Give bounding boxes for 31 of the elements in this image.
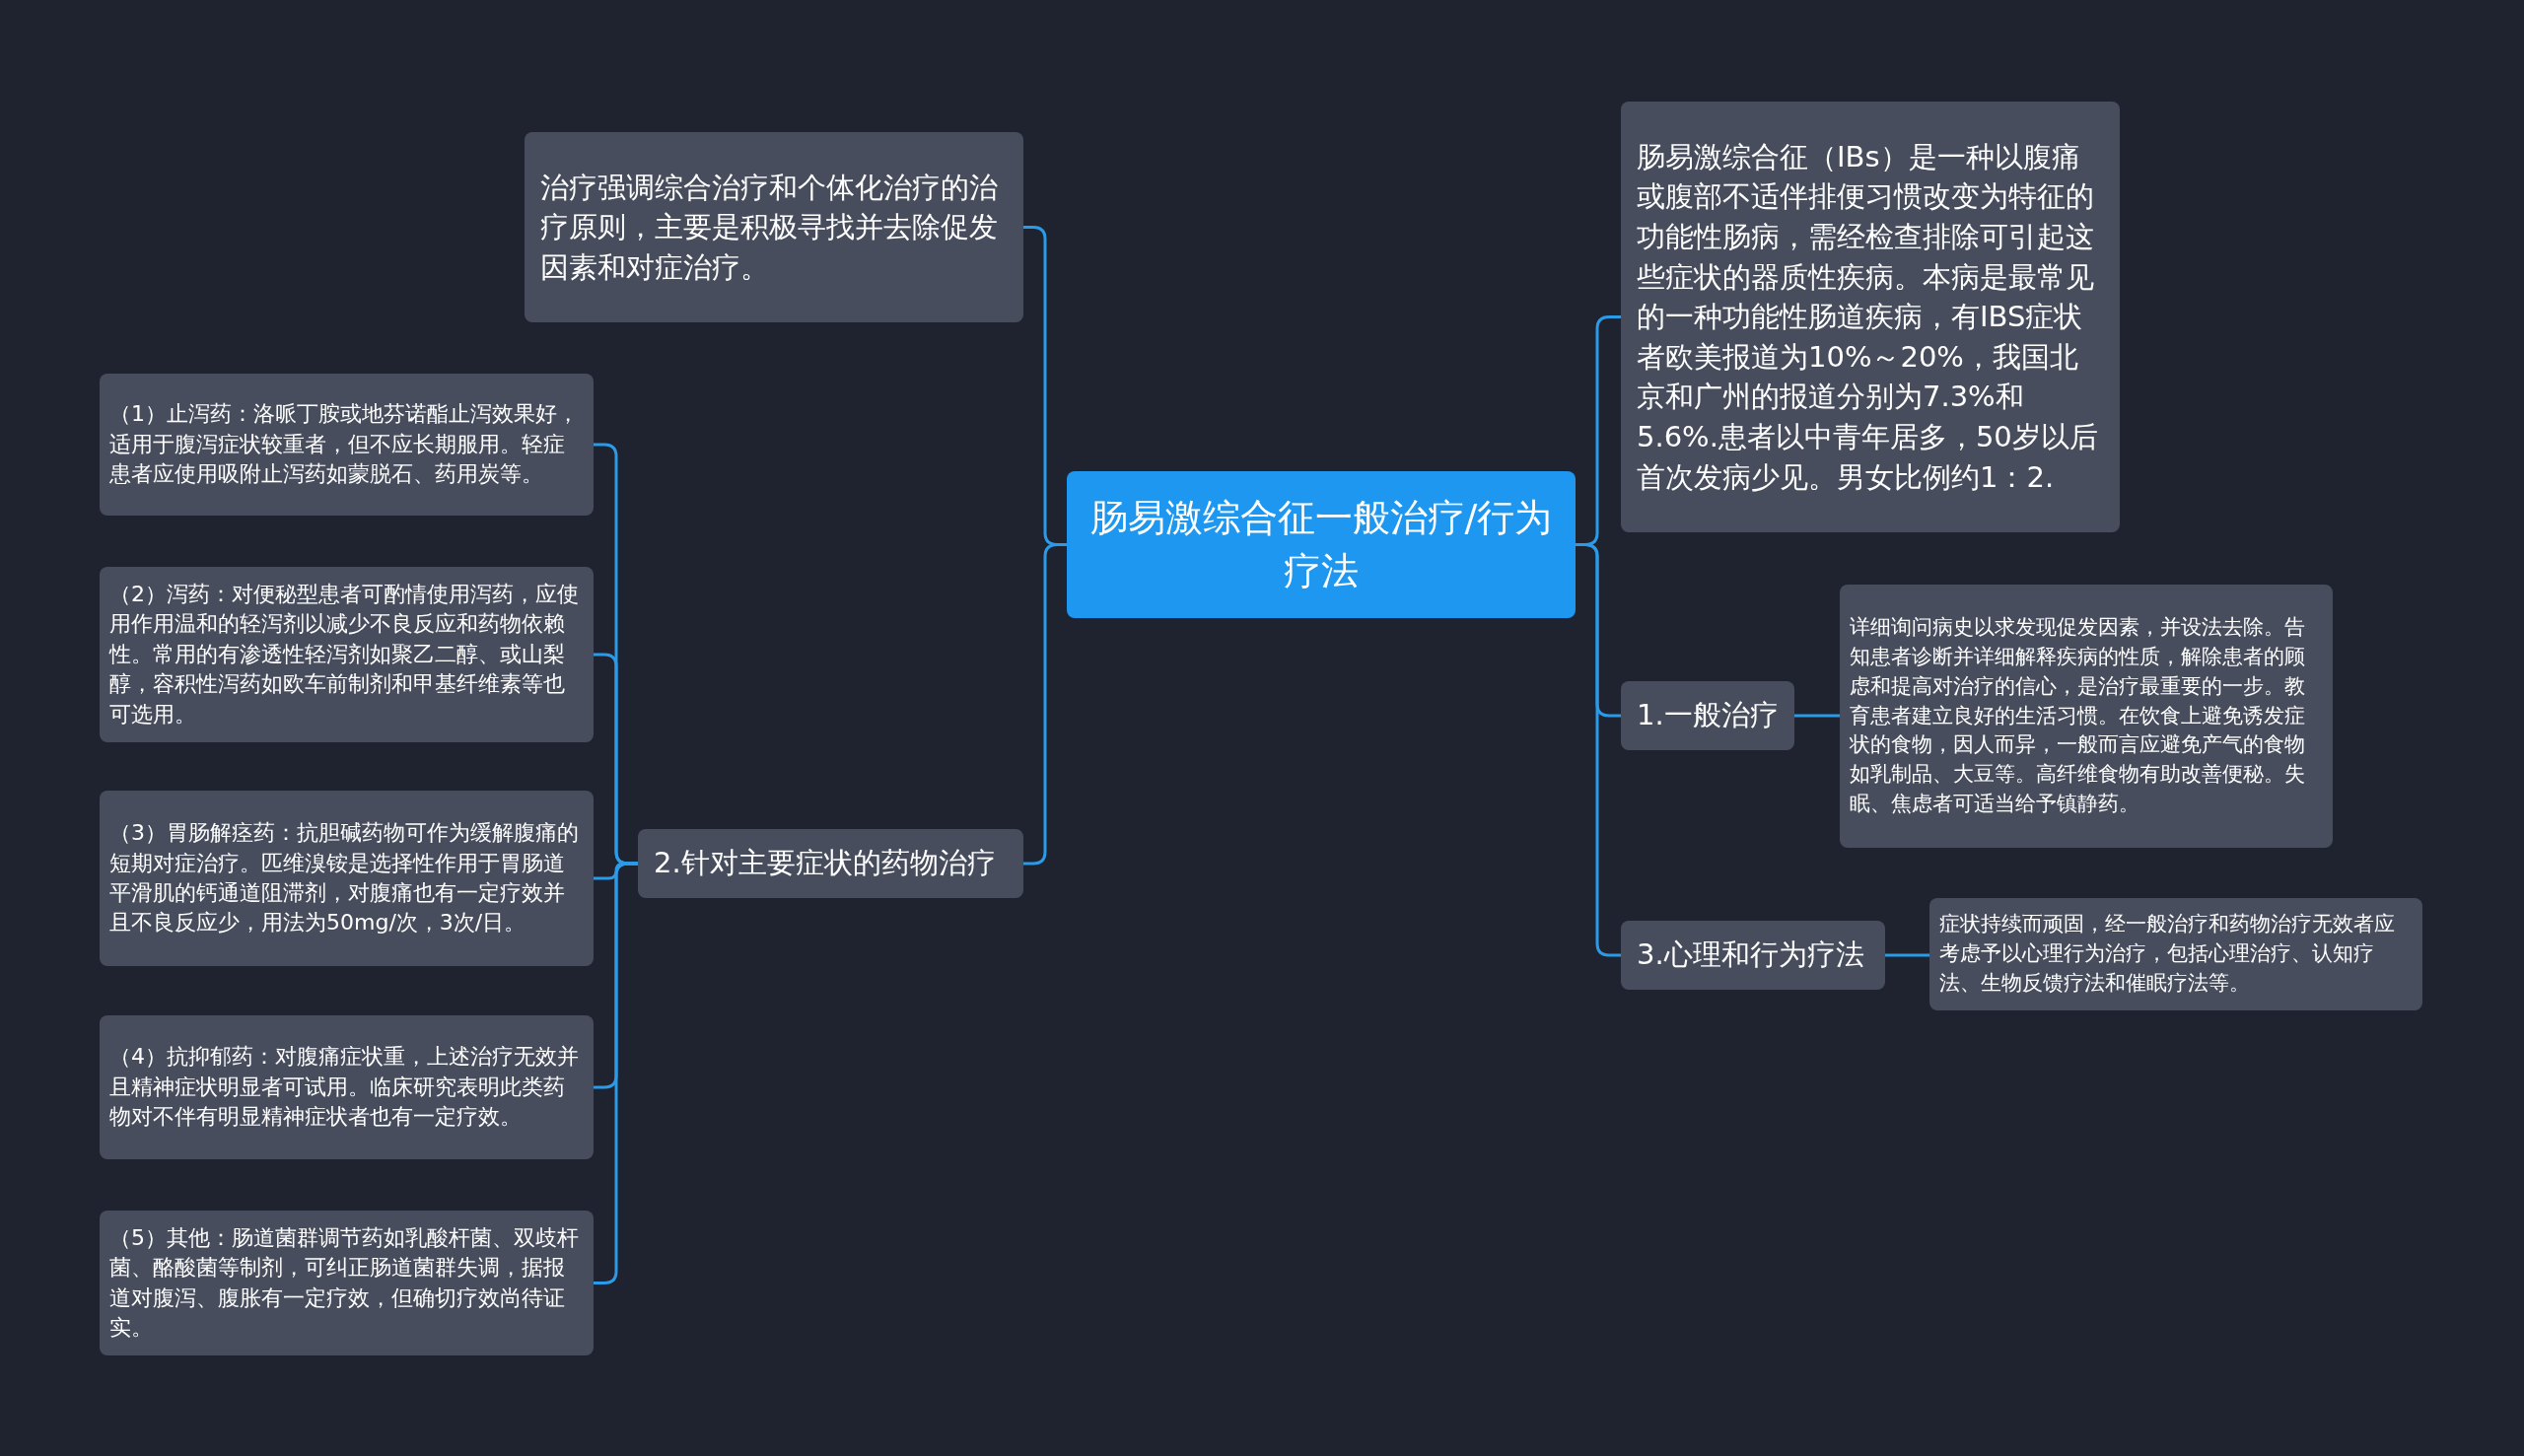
topic-text: （2）泻药：对便秘型患者可酌情使用泻药，应使用作用温和的轻泻剂以减少不良反应和药物依赖性。常用的有渗透性轻泻剂如聚乙二醇、或山梨醇，容积性泻药如欧车前制剂和甲基纤维素等也可选用。 bbox=[109, 581, 580, 728]
connector-line bbox=[1576, 543, 1621, 957]
topic-text: （4）抗抑郁药：对腹痛症状重，上述治疗无效并且精神症状明显者可试用。临床研究表明此类药物对不伴有明显精神症状者也有一定疗效。 bbox=[109, 1043, 580, 1132]
topic-text: 3.心理和行为疗法 bbox=[1637, 936, 1864, 974]
connector-line bbox=[1794, 714, 1840, 718]
topic-text: 2.针对主要症状的药物治疗 bbox=[654, 845, 996, 882]
topic-text: 详细询问病史以求发现促发因素，并设法去除。告知患者诊断并详细解释疾病的性质，解除患者的顾虑和提高对治疗的信心，是治疗最重要的一步。教育患者建立良好的生活习惯。在饮食上避免诱发症状的食物，因人而异，一般而言应避免产气的食物如乳制品、大豆等。高纤维食物有助改善便秘。失眠、焦虑者可适当给予镇静药。 bbox=[1850, 614, 2306, 818]
topic-box bbox=[1621, 681, 1794, 750]
topic-box bbox=[1621, 921, 1885, 990]
topic-text: （1）止泻药：洛哌丁胺或地芬诺酯止泻效果好，适用于腹泻症状较重者，但不应长期服用。轻症患者应使用吸附止泻药如蒙脱石、药用炭等。 bbox=[109, 400, 580, 489]
topic-box bbox=[100, 1211, 594, 1355]
topic-box bbox=[638, 829, 1023, 898]
connector-line bbox=[1885, 953, 1929, 957]
topic-box bbox=[1621, 102, 2120, 532]
connector-line bbox=[594, 862, 638, 1284]
topic-text: 1.一般治疗 bbox=[1637, 697, 1779, 734]
topic-text: （5）其他：肠道菌群调节药如乳酸杆菌、双歧杆菌、酪酸菌等制剂，可纠正肠道菌群失调，据报道对腹泻、腹胀有一定疗效，但确切疗效尚待证实。 bbox=[109, 1223, 580, 1342]
topic-text: 治疗强调综合治疗和个体化治疗的治疗原则，主要是积极寻找并去除促发因素和对症治疗。 bbox=[540, 169, 999, 286]
topic-box bbox=[100, 1015, 594, 1159]
topic-box bbox=[1840, 585, 2333, 848]
topic-text: （3）胃肠解痉药：抗胆碱药物可作为缓解腹痛的短期对症治疗。匹维溴铵是选择性作用于胃肠道平滑肌的钙通道阻滞剂，对腹痛也有一定疗效并且不良反应少，用法为50mg/次，3次/日。 bbox=[109, 819, 580, 937]
topic-box bbox=[100, 567, 594, 742]
topic-text: 肠易激综合征一般治疗/行为疗法 bbox=[1088, 495, 1554, 594]
central-topic-box bbox=[1067, 471, 1576, 618]
topic-text: 肠易激综合征（IBs）是一种以腹痛或腹部不适伴排便习惯改变为特征的功能性肠病，需经检查排除可引起这些症状的器质性疾病。本病是最常见的一种功能性肠道疾病，有IBS症状者欧美报道为10%～20%，我国北京和广州的报道分别为7.3%和5.6%.患者以中青年居多，50岁以后首次发病少见。男女比例约1：2. bbox=[1637, 138, 2099, 496]
topic-box bbox=[100, 791, 594, 966]
topic-box bbox=[100, 374, 594, 516]
topic-text: 症状持续而顽固，经一般治疗和药物治疗无效者应考虑予以心理行为治疗，包括心理治疗、认知疗法、生物反馈疗法和催眠疗法等。 bbox=[1939, 911, 2396, 997]
topic-box bbox=[525, 132, 1023, 322]
topic-box bbox=[1929, 898, 2422, 1010]
connector-line bbox=[1023, 543, 1067, 866]
